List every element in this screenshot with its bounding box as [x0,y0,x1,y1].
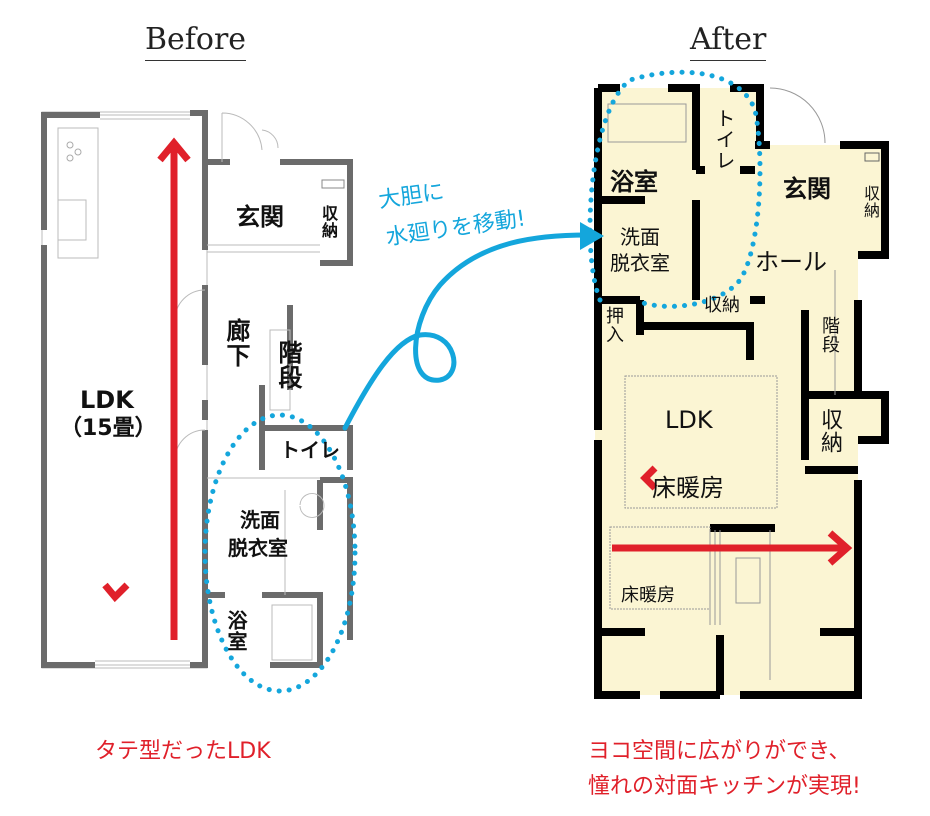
before-caption: タテ型だったLDK [95,739,271,764]
before-title: Before [145,22,247,61]
after-datsuishitsu-label: 脱衣室 [610,251,670,275]
after-genkan-label: 玄関 [783,175,831,203]
after-shuno-ldk-label: 収納 [817,408,842,454]
before-genkan-label: 玄関 [236,203,284,231]
after-yokushitsu-label: 浴室 [610,168,658,196]
after-yukadanbo-1-label: 床暖房 [652,474,724,502]
before-shuno-label: 収納 [319,205,338,239]
after-floor-plan [594,84,889,699]
after-title: After [690,22,767,61]
after-shuno-genkan-label: 収納 [861,185,880,219]
after-toilet-label: トイレ [712,108,736,171]
after-oshiire-label: 押入 [603,306,624,344]
red-arrows [102,137,853,640]
before-datsuishitsu-label: 脱衣室 [228,536,288,560]
before-yokushitsu-label: 浴室 [224,610,248,652]
before-ldk-label: LDK [80,386,134,414]
before-roka-label: 廊下 [222,318,250,368]
highlight-ellipses [202,69,763,694]
before-ldk-size: （15畳） [60,416,157,441]
before-toilet-label: トイレ [280,438,340,462]
after-senmen-label: 洗面 [620,225,660,249]
after-caption-line2: 憧れの対面キッチンが実現! [588,774,861,799]
before-kaidan-label: 階段 [274,340,302,390]
before-senmen-label: 洗面 [240,508,280,532]
move-arrow [342,222,604,431]
after-hall-label: ホール [755,248,827,276]
after-caption-line1: ヨコ空間に広がりができ、 [588,739,851,764]
before-floor-plan [41,110,353,669]
after-yukadanbo-2-label: 床暖房 [621,585,675,606]
after-ldk-label: LDK [665,406,713,434]
after-kaidan-label: 階段 [819,316,840,354]
after-shuno-hall-label: 収納 [704,295,740,316]
